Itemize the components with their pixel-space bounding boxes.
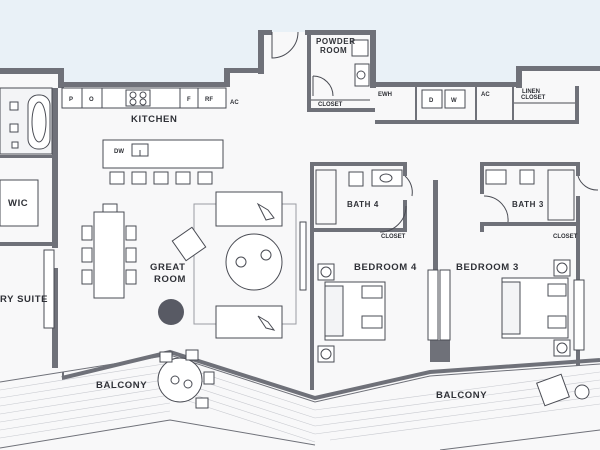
- bedroom4-label: BEDROOM 4: [354, 262, 417, 273]
- suite-label: RY SUITE: [0, 294, 48, 305]
- balcony-right-label: BALCONY: [436, 390, 487, 401]
- dryer-label: D: [429, 98, 434, 104]
- ac-label-right: AC: [481, 92, 490, 98]
- doors: [271, 31, 599, 233]
- bath4-label: BATH 4: [347, 200, 379, 209]
- balcony-chair-right: [536, 373, 590, 407]
- kitchen-label: KITCHEN: [131, 114, 177, 125]
- wic-label: WIC: [8, 198, 28, 209]
- powder-room-label-1: POWDER: [316, 37, 356, 46]
- bedroom3-label: BEDROOM 3: [456, 262, 519, 273]
- bedroom3-furniture: [439, 259, 585, 357]
- ac-label-left: AC: [230, 100, 239, 106]
- wic-rug: [0, 179, 39, 227]
- closet-bath4-label: CLOSET: [381, 234, 406, 240]
- dryer: [421, 89, 443, 109]
- pantry-o-label: O: [89, 97, 94, 103]
- bedroom4-furniture: [317, 263, 439, 363]
- suite-wardrobe: [43, 249, 55, 329]
- dishwasher-label: DW: [114, 149, 124, 155]
- great-room-label-1: GREAT: [150, 262, 186, 273]
- powder-room-label-2: ROOM: [320, 46, 347, 55]
- washer-label: W: [451, 98, 457, 104]
- bath3-label: BATH 3: [512, 200, 544, 209]
- kitchen-island: [102, 139, 224, 185]
- pantry-p-label: P: [69, 97, 73, 103]
- balcony-outline: [0, 349, 600, 450]
- kitchen-counter: [61, 87, 227, 109]
- linen-closet-label-2: CLOSET: [521, 95, 546, 101]
- bath3-fixtures: [485, 169, 575, 221]
- washer: [444, 89, 466, 109]
- dining-table: [81, 203, 137, 299]
- bath4-fixtures: [315, 169, 403, 225]
- great-room-label-2: ROOM: [154, 274, 186, 285]
- balcony-table-left: [157, 349, 215, 409]
- closet-bath3-label: CLOSET: [553, 234, 578, 240]
- ewh-label: EWH: [378, 92, 392, 98]
- fridge-f-label: F: [187, 97, 191, 103]
- living-area: [158, 191, 307, 339]
- closet-powder-label: CLOSET: [318, 102, 343, 108]
- balcony-left-label: BALCONY: [96, 380, 147, 391]
- rf-label: RF: [205, 97, 213, 103]
- linen-closet-label-1: LINEN: [522, 89, 540, 95]
- powder-room-fixtures: [351, 39, 370, 87]
- suite-bath: [0, 87, 53, 155]
